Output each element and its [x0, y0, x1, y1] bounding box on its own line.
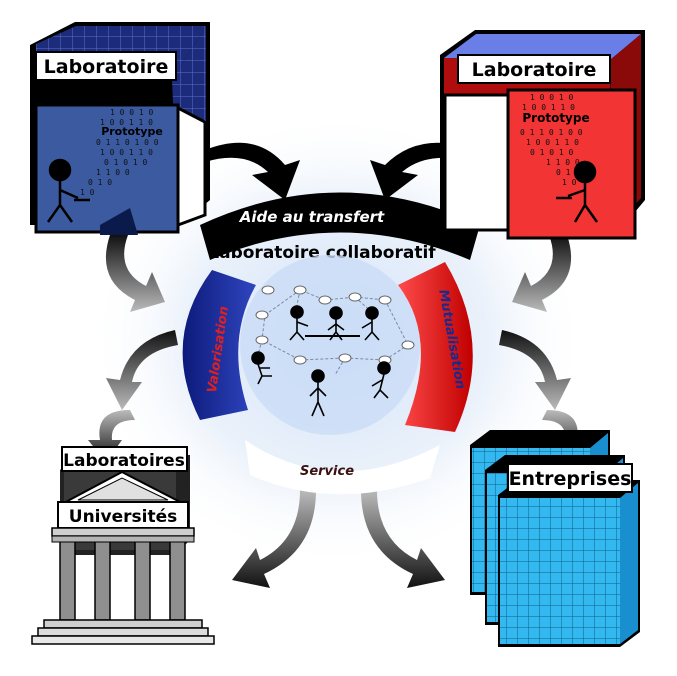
svg-text:1 0 0 1 1 0: 1 0 0 1 1 0 [100, 118, 153, 127]
svg-text:0 1 0 1 0: 0 1 0 1 0 [104, 158, 148, 167]
svg-text:0 1 0: 0 1 0 [88, 178, 112, 187]
lab-right-box: Laboratoire Prototype 1 0 0 1 0 1 0 0 1 … [440, 30, 645, 238]
svg-text:1 1 0 0: 1 1 0 0 [96, 168, 130, 177]
prototype-right-label: Prototype [522, 111, 589, 125]
svg-text:1 0 0 1 0: 1 0 0 1 0 [530, 93, 574, 102]
svg-text:0 1 1 0 1 0 0: 0 1 1 0 1 0 0 [96, 138, 159, 147]
labs-univ-label: Laboratoires [63, 451, 185, 471]
university-building: Laboratoires Universités [32, 447, 214, 644]
companies-buildings: Entreprises [470, 430, 640, 647]
universites-label: Universités [69, 507, 177, 527]
lab-left-label: Laboratoire [44, 56, 169, 78]
svg-text:0 1 0 1 0: 0 1 0 1 0 [530, 148, 574, 157]
svg-text:1 0 0 1 1 0: 1 0 0 1 1 0 [526, 138, 579, 147]
svg-text:1 0: 1 0 [562, 178, 577, 187]
svg-text:1 0 0 1 1 0: 1 0 0 1 1 0 [100, 148, 153, 157]
svg-text:1 0 0 1 0: 1 0 0 1 0 [110, 108, 154, 117]
lab-right-label: Laboratoire [472, 59, 597, 81]
lab-left-box: Laboratoire Prototype 1 0 0 1 0 1 0 0 1 … [30, 22, 210, 235]
svg-text:1 0: 1 0 [80, 188, 95, 197]
aide-label: Aide au transfert [239, 208, 385, 226]
network-circle [240, 255, 420, 435]
svg-text:1 0 0 1 1 0: 1 0 0 1 1 0 [522, 103, 575, 112]
entreprises-label: Entreprises [509, 468, 632, 490]
service-label: Service [300, 464, 354, 479]
svg-text:0 1 1 0 1 0 0: 0 1 1 0 1 0 0 [520, 128, 583, 137]
svg-text:1 1 0 0: 1 1 0 0 [546, 158, 580, 167]
